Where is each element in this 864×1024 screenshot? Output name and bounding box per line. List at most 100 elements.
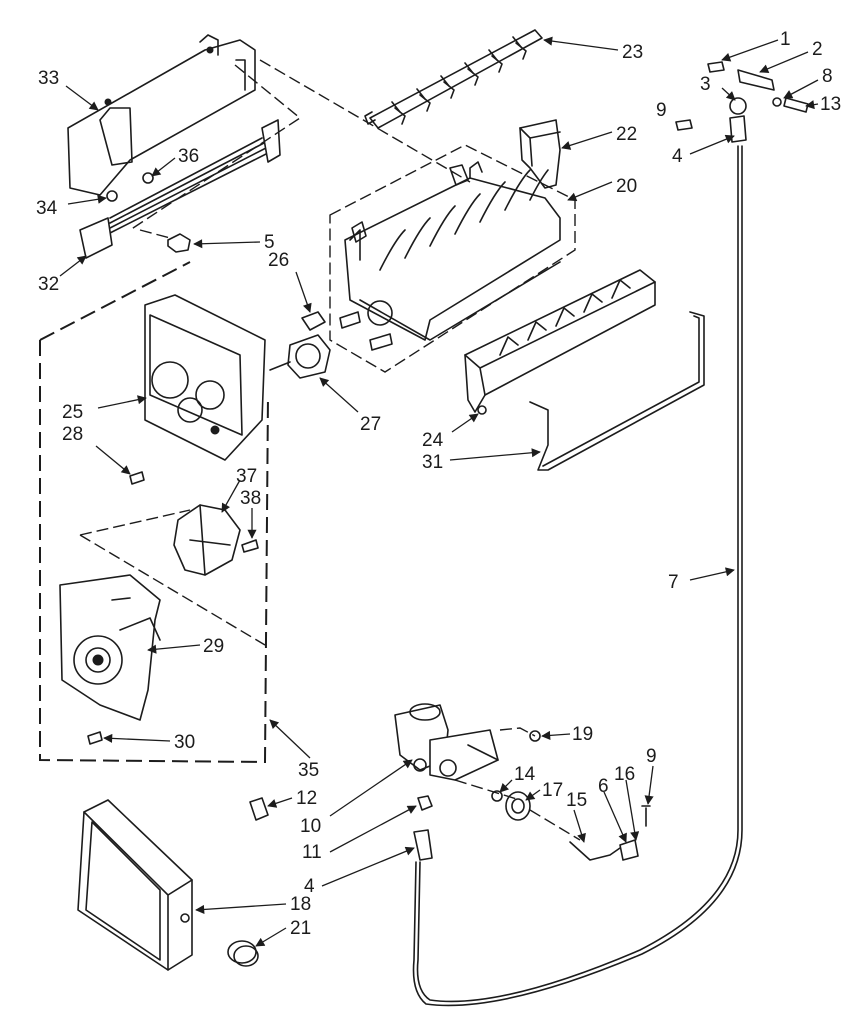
water-tube-7 <box>416 145 739 1003</box>
ejector-blade-part <box>364 29 543 129</box>
callout-14: 14 <box>499 764 536 793</box>
screw-36 <box>142 172 154 184</box>
callout-37: 37 <box>221 466 257 513</box>
motor-part <box>173 504 241 576</box>
callout-19: 19 <box>541 724 593 745</box>
svg-text:12: 12 <box>296 788 317 809</box>
callout-6: 6 <box>598 776 627 843</box>
callout-12: 12 <box>267 788 317 809</box>
callout-17: 17 <box>525 780 563 801</box>
svg-text:24: 24 <box>422 430 444 451</box>
svg-text:27: 27 <box>360 414 381 435</box>
callout-16: 16 <box>614 764 640 841</box>
svg-text:9: 9 <box>656 100 667 121</box>
ice-mold-part <box>339 161 561 351</box>
callout-7: 7 <box>668 567 735 593</box>
callout-10: 10 <box>300 759 413 837</box>
svg-text:18: 18 <box>290 894 311 915</box>
svg-text:23: 23 <box>622 42 643 63</box>
callout-38: 38 <box>240 488 261 539</box>
svg-text:34: 34 <box>36 198 58 219</box>
svg-text:35: 35 <box>298 760 319 781</box>
fitting-3 <box>729 97 747 115</box>
svg-text:16: 16 <box>614 764 635 785</box>
clamp-6 <box>619 839 639 861</box>
callout-23: 23 <box>543 36 643 63</box>
svg-text:32: 32 <box>38 274 59 295</box>
callout-29: 29 <box>147 636 224 657</box>
svg-text:17: 17 <box>542 780 563 801</box>
nut-17 <box>505 791 531 821</box>
shutoff-arm-part <box>529 311 705 471</box>
fill-tube-2 <box>737 69 775 91</box>
callout-27: 27 <box>319 377 381 435</box>
front-cover-part <box>77 799 193 971</box>
callout-31: 31 <box>422 448 541 473</box>
svg-text:26: 26 <box>268 250 289 271</box>
svg-text:1: 1 <box>780 29 791 50</box>
callout-22: 22 <box>561 124 637 150</box>
control-housing-part <box>144 294 266 461</box>
callout-8: 8 <box>783 66 833 99</box>
thermostat-part <box>269 334 331 379</box>
svg-text:21: 21 <box>290 918 311 939</box>
tube-13 <box>783 97 809 113</box>
svg-text:30: 30 <box>174 732 195 753</box>
callout-5: 5 <box>193 232 275 253</box>
callout-36: 36 <box>151 146 199 177</box>
svg-text:28: 28 <box>62 424 83 445</box>
washer-14 <box>491 790 503 802</box>
callout-30: 30 <box>103 732 195 753</box>
svg-text:10: 10 <box>300 816 321 837</box>
fitting-4-upper <box>729 115 747 143</box>
screw-30 <box>87 731 103 745</box>
svg-text:22: 22 <box>616 124 637 145</box>
stripper-part <box>464 269 656 415</box>
callout-1: 1 <box>721 29 791 62</box>
screw-28 <box>129 471 145 485</box>
control-module-box <box>39 261 269 764</box>
callout-9-lower: 9 <box>644 746 657 805</box>
callout-9-upper: 9 <box>656 100 667 121</box>
callout-24: 24 <box>422 413 479 451</box>
screw-9-upper <box>675 119 693 131</box>
callout-21: 21 <box>255 918 311 947</box>
svg-text:20: 20 <box>616 176 637 197</box>
mounting-plate-part <box>67 34 256 196</box>
callout-25: 25 <box>62 395 147 423</box>
svg-text:36: 36 <box>178 146 199 167</box>
callout-33: 33 <box>38 68 99 111</box>
wire-nut-part <box>249 797 269 821</box>
callout-28: 28 <box>62 424 131 475</box>
screw-19 <box>529 730 541 742</box>
callout-35: 35 <box>269 719 319 781</box>
tube-15 <box>569 841 621 861</box>
clip-26 <box>301 311 326 331</box>
svg-text:8: 8 <box>822 66 833 87</box>
svg-text:7: 7 <box>668 572 679 593</box>
svg-text:15: 15 <box>566 790 587 811</box>
callout-18: 18 <box>195 894 311 915</box>
svg-text:5: 5 <box>264 232 275 253</box>
callout-32: 32 <box>38 255 87 295</box>
svg-text:29: 29 <box>203 636 224 657</box>
svg-text:38: 38 <box>240 488 261 509</box>
clip-5 <box>167 233 191 253</box>
svg-text:6: 6 <box>598 776 609 797</box>
svg-text:9: 9 <box>646 746 657 767</box>
svg-text:33: 33 <box>38 68 59 89</box>
bin-cover-part <box>519 119 561 189</box>
callout-15: 15 <box>566 790 587 843</box>
screw-1 <box>707 61 725 73</box>
fitting-4-lower <box>413 829 433 861</box>
callout-11: 11 <box>302 805 417 863</box>
callout-26: 26 <box>268 250 312 313</box>
knob-part <box>227 940 259 967</box>
screw-34 <box>106 190 118 202</box>
mold-outline <box>329 144 576 373</box>
wiring-harness-part <box>79 119 281 259</box>
screw-9-lower <box>641 805 651 827</box>
screw-38 <box>241 539 259 553</box>
svg-text:14: 14 <box>514 764 536 785</box>
svg-text:2: 2 <box>812 39 823 60</box>
